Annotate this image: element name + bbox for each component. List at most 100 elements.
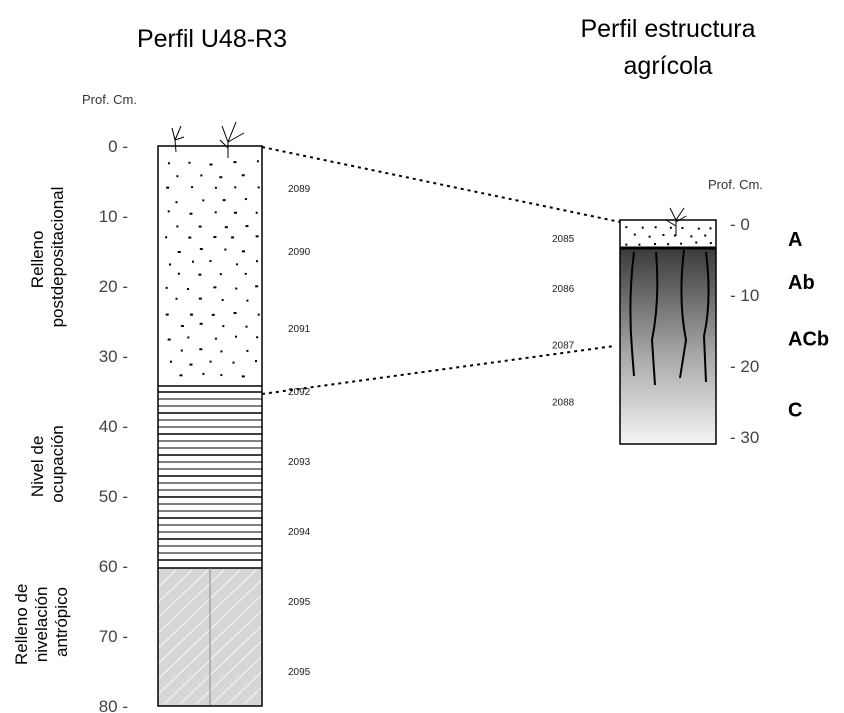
dot-mark [202, 372, 205, 375]
sample-label: 2095 [288, 597, 311, 608]
depth-tick-label: 80 - [99, 697, 128, 713]
hatch-line [159, 569, 209, 618]
dot-mark [168, 263, 171, 266]
left-column-outline [157, 145, 263, 707]
dot-mark [224, 248, 227, 251]
dot-mark [199, 348, 203, 351]
dot-mark [244, 198, 247, 201]
dot-mark [214, 337, 217, 340]
dot-mark [709, 227, 712, 230]
dot-mark [255, 260, 258, 263]
dot-mark [211, 313, 215, 316]
dot-mark [704, 234, 707, 237]
layer-relleno-postdepositacional [158, 146, 262, 386]
hatch-line [259, 702, 261, 705]
sample-label: 2090 [288, 247, 311, 258]
dot-mark [255, 235, 259, 238]
hatch-line [211, 656, 261, 705]
dot-mark [654, 226, 657, 229]
layer-label-relleno-nivelacion: Relleno de nivelación antrópico [12, 579, 71, 665]
dot-mark [176, 175, 179, 178]
dot-mark [690, 235, 693, 238]
layer-label-line: nivelación [32, 587, 51, 663]
dot-mark [244, 272, 247, 275]
dot-mark [220, 350, 223, 353]
dot-mark [233, 161, 237, 164]
dot-mark [241, 375, 245, 378]
horizon-label: C [788, 400, 802, 422]
sample-label: 2093 [288, 457, 311, 468]
dot-mark [214, 211, 217, 214]
dot-mark [199, 322, 203, 325]
dot-mark [697, 227, 700, 230]
dot-mark [167, 162, 170, 165]
sample-label: 2085 [552, 234, 575, 245]
dot-mark [709, 242, 712, 245]
left-profile-title: Perfil U48-R3 [137, 25, 287, 53]
dot-mark [219, 176, 223, 179]
dotted-fill-pattern [165, 160, 260, 378]
dot-mark [232, 361, 235, 364]
dot-mark [198, 297, 202, 300]
dot-mark [221, 299, 224, 302]
depth-tick-label: 20 - [99, 277, 128, 296]
dot-mark [200, 174, 203, 177]
sample-label: 2092 [288, 387, 311, 398]
sample-label: 2091 [288, 324, 311, 335]
dot-mark [189, 313, 193, 316]
dot-mark [246, 299, 249, 302]
root-icon [171, 125, 185, 153]
dot-mark [255, 211, 258, 214]
dot-mark [680, 242, 683, 245]
dot-mark [179, 374, 183, 377]
dot-mark [255, 285, 259, 288]
right-depth-caption: Prof. Cm. [708, 177, 763, 192]
root-trace [650, 251, 659, 386]
right-profile-title-line2: agrícola [624, 52, 713, 80]
dot-mark [213, 286, 217, 289]
hatch-line [179, 625, 261, 705]
sample-label: 2086 [552, 284, 575, 295]
dot-mark [234, 186, 237, 189]
depth-tick-label: - 0 [730, 215, 750, 234]
depth-tick-label: - 10 [730, 286, 759, 305]
depth-tick-label: - 20 [730, 357, 759, 376]
dot-mark [224, 226, 228, 229]
dot-mark [214, 186, 217, 189]
dot-mark [641, 226, 644, 229]
depth-tick-label: 0 - [108, 137, 128, 156]
dot-mark [176, 225, 179, 228]
dot-mark [254, 360, 257, 363]
dot-mark [233, 211, 237, 214]
root-icon [219, 121, 245, 158]
dot-mark [165, 236, 168, 239]
hatch-line [243, 686, 261, 705]
correlation-line-top [261, 146, 621, 223]
dot-mark [191, 186, 194, 189]
left-profile-column [157, 121, 263, 707]
dot-mark [199, 248, 203, 251]
hatch-line [159, 569, 241, 649]
dot-mark [167, 210, 170, 213]
sample-label: 2095 [288, 667, 311, 678]
dot-mark [673, 234, 676, 237]
horizon-label: ACb [788, 329, 829, 351]
hatch-line [163, 610, 261, 705]
dot-mark [246, 349, 249, 352]
dot-mark [648, 235, 651, 238]
dot-mark [654, 243, 657, 246]
dot-mark [167, 338, 171, 341]
dot-mark [231, 236, 235, 239]
dot-mark [245, 325, 248, 328]
dot-mark [245, 225, 249, 228]
root-trace [629, 251, 635, 377]
layer-label-line: Nivel de [28, 436, 47, 497]
left-depth-caption: Prof. Cm. [82, 92, 137, 107]
dot-mark [175, 201, 178, 204]
dot-mark [180, 325, 184, 328]
dot-mark [189, 363, 193, 366]
hatch-line [227, 671, 261, 705]
